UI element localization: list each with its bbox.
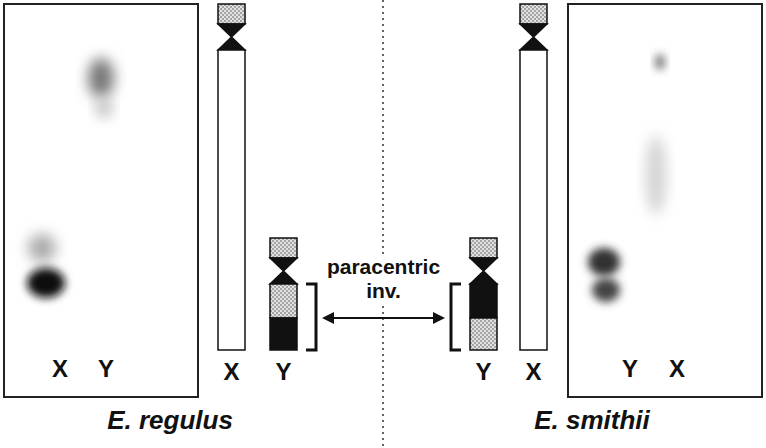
chromosome-label: X — [223, 358, 239, 386]
annotation: paracentric inv. — [324, 255, 443, 303]
gel-bands — [588, 54, 666, 302]
species-name: E. smithii — [534, 406, 650, 436]
lane-label: Y — [622, 356, 638, 382]
lane-label: X — [52, 356, 68, 382]
lane-label: X — [669, 356, 685, 382]
lane-label: Y — [98, 356, 114, 382]
gel-panel: XY — [3, 3, 199, 398]
chromosome — [218, 4, 245, 350]
double-arrow — [322, 312, 445, 324]
bracket — [451, 284, 461, 350]
chromosome — [270, 238, 297, 350]
divider — [382, 0, 384, 448]
gel-panel: YX — [567, 3, 763, 398]
chromosome-label: Y — [475, 358, 491, 386]
chromosome — [470, 238, 497, 350]
gel-bands — [27, 58, 114, 298]
chromosome-label: Y — [275, 358, 291, 386]
bracket — [306, 284, 316, 350]
chromosome — [520, 4, 547, 350]
species-name: E. regulus — [107, 406, 233, 436]
chromosome-label: X — [525, 358, 541, 386]
